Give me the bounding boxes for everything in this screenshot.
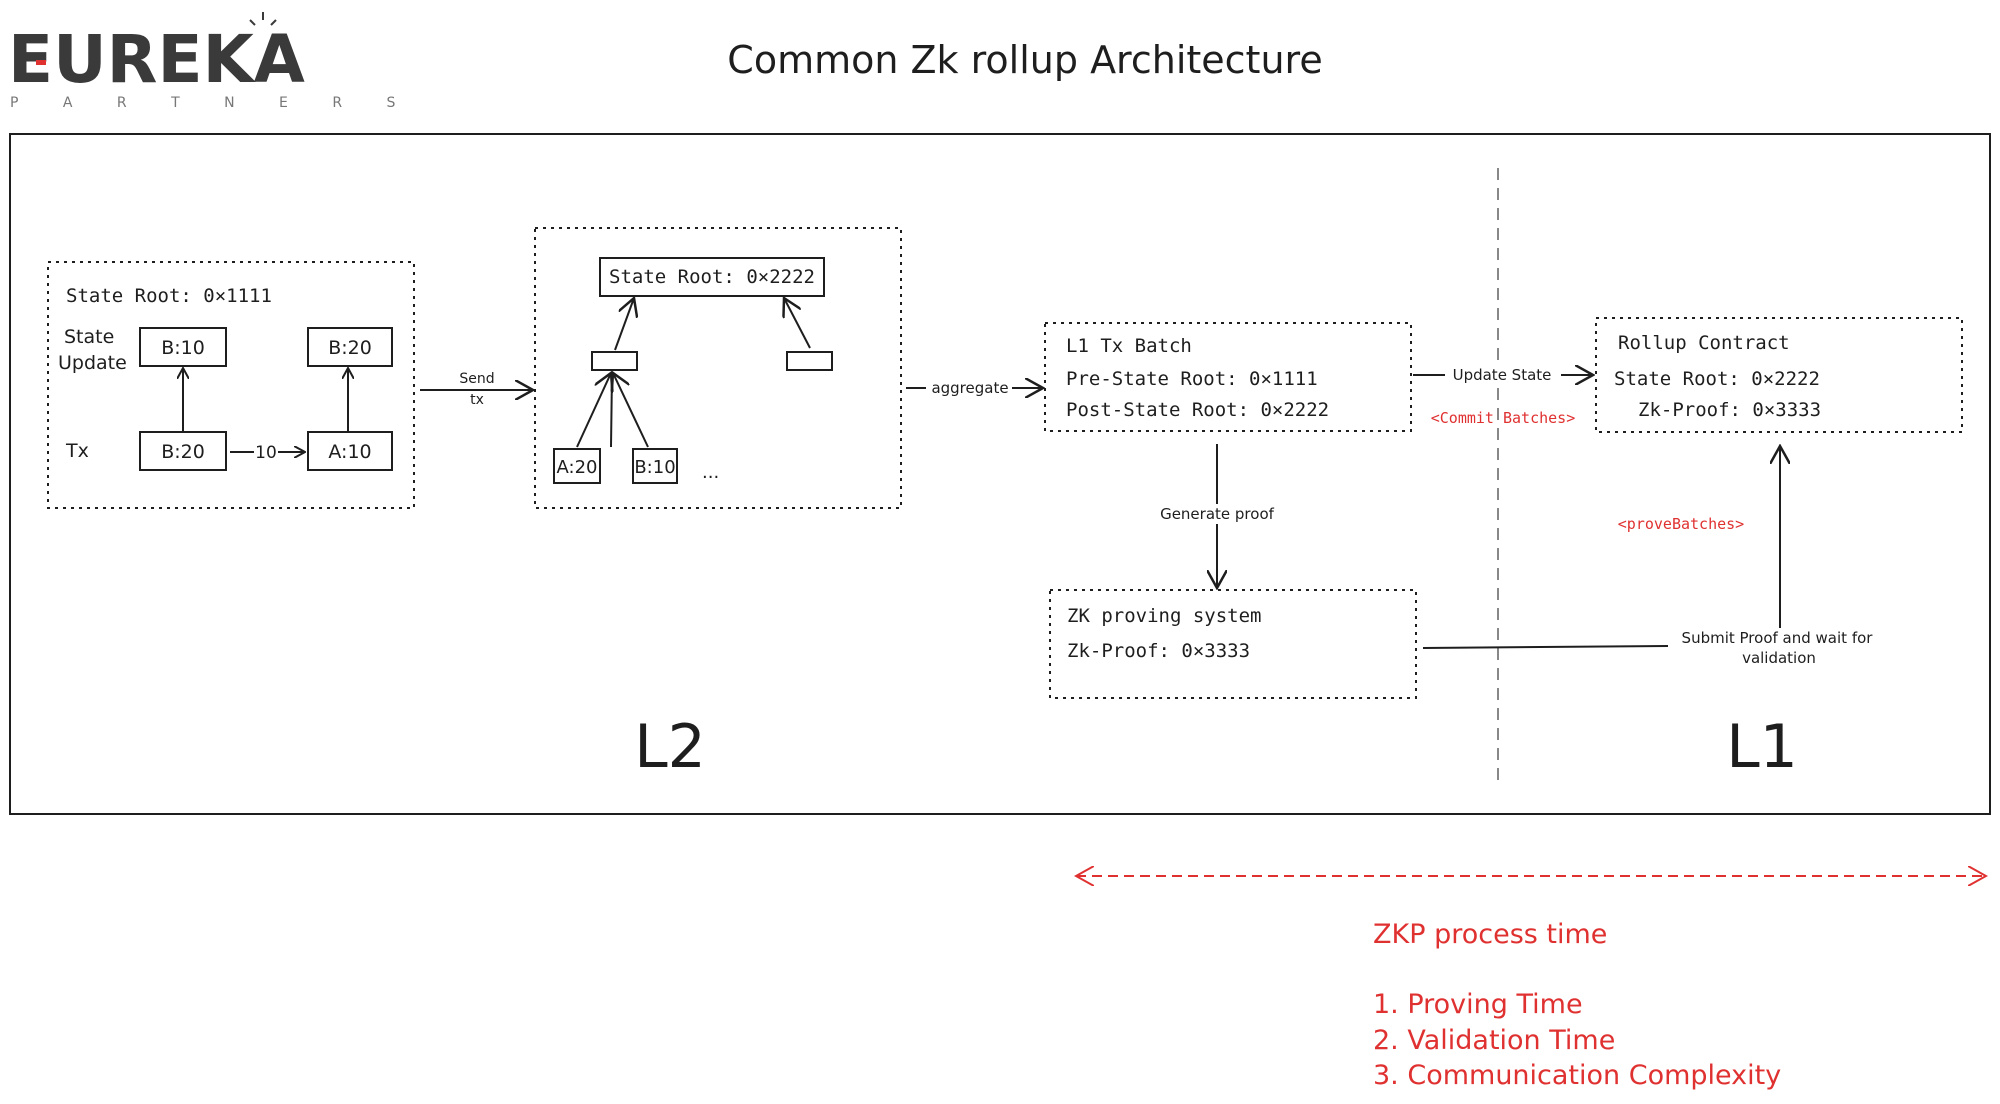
merkle-tree-box: State Root: 0×2222 A:20 B:10 ... [534, 227, 902, 509]
state-update-box: State Root: 0×1111 State Update Tx B:10 … [47, 261, 415, 509]
commit-batches-label: <Commit Batches> [1431, 409, 1576, 427]
l2-label: L2 [634, 712, 706, 782]
node-b20-top-label: B:20 [328, 337, 372, 359]
update-state-label: Update State [1453, 366, 1552, 384]
aggregate-label: aggregate [931, 379, 1008, 397]
leaf-arrow-mid [610, 372, 613, 448]
aggregate-label-bg [926, 378, 1012, 398]
node-b20-bottom-label: B:20 [161, 441, 205, 463]
rollup-contract-zk-proof: Zk-Proof: 0×3333 [1638, 399, 1821, 421]
tree-internal-node-left [591, 351, 638, 371]
update-state-label-bg [1445, 366, 1561, 386]
tree-arrow-right [784, 298, 811, 349]
node-a10-label: A:10 [328, 441, 371, 463]
leaf-arrow-a [576, 373, 611, 448]
logo-accent [36, 60, 46, 65]
send-tx-label-1: Send [459, 371, 494, 387]
tree-internal-node-right [786, 351, 833, 371]
l1-batch-post-root: Post-State Root: 0×2222 [1066, 399, 1329, 421]
prove-batches-label: <proveBatches> [1618, 515, 1744, 533]
eureka-logo: EUREKA P A R T N E R S [8, 12, 415, 111]
generate-proof-label-bg [1150, 504, 1284, 524]
generate-proof-label: Generate proof [1160, 505, 1275, 523]
l1-tx-batch-box: L1 Tx Batch Pre-State Root: 0×1111 Post-… [1044, 322, 1412, 432]
tree-root-node [599, 257, 825, 297]
logo-spark-icon [249, 12, 277, 26]
zkp-item-1: 1. Proving Time [1373, 989, 1583, 1020]
zkp-heading: ZKP process time [1373, 919, 1607, 950]
page-title: Common Zk rollup Architecture [727, 38, 1322, 82]
send-tx-label-2: tx [470, 392, 484, 408]
leaf-a20-label: A:20 [557, 457, 598, 478]
tx-label: Tx [65, 440, 89, 462]
node-a10 [307, 431, 393, 471]
l1-batch-pre-root: Pre-State Root: 0×1111 [1066, 368, 1318, 390]
zk-system-proof: Zk-Proof: 0×3333 [1067, 640, 1250, 662]
zk-system-title: ZK proving system [1067, 605, 1261, 627]
rollup-contract-state-root: State Root: 0×2222 [1614, 368, 1820, 390]
leaf-a20 [553, 448, 601, 484]
l1-batch-title: L1 Tx Batch [1066, 335, 1192, 357]
transfer-amount: 10 [255, 443, 277, 463]
logo-brand: EUREKA [8, 21, 305, 98]
box1-state-root: State Root: 0×1111 [66, 285, 272, 307]
leaf-b10-label: B:10 [634, 457, 675, 478]
submit-proof-label-2: validation [1742, 649, 1816, 667]
node-b10 [139, 327, 227, 367]
l1-label: L1 [1726, 712, 1798, 782]
zkp-item-3: 3. Communication Complexity [1373, 1060, 1781, 1091]
submit-proof-line [1422, 645, 1669, 649]
tree-arrow-left [614, 298, 634, 351]
state-update-label-2: Update [58, 352, 127, 374]
zk-proving-system-box: ZK proving system Zk-Proof: 0×3333 [1049, 589, 1417, 699]
node-b10-label: B:10 [161, 337, 205, 359]
leaf-arrow-b [613, 373, 649, 448]
state-update-label-1: State [64, 326, 114, 348]
leaf-ellipsis: ... [702, 462, 719, 483]
zkp-item-2: 2. Validation Time [1373, 1025, 1615, 1056]
leaf-b10 [632, 448, 678, 484]
rollup-contract-box: Rollup Contract State Root: 0×2222 Zk-Pr… [1595, 317, 1963, 433]
submit-proof-label-1: Submit Proof and wait for [1682, 629, 1874, 647]
box2-state-root: State Root: 0×2222 [609, 266, 815, 288]
logo-sub: P A R T N E R S [10, 95, 415, 111]
node-b20-top [307, 327, 393, 367]
rollup-contract-title: Rollup Contract [1618, 332, 1790, 354]
outer-frame [9, 133, 1991, 815]
